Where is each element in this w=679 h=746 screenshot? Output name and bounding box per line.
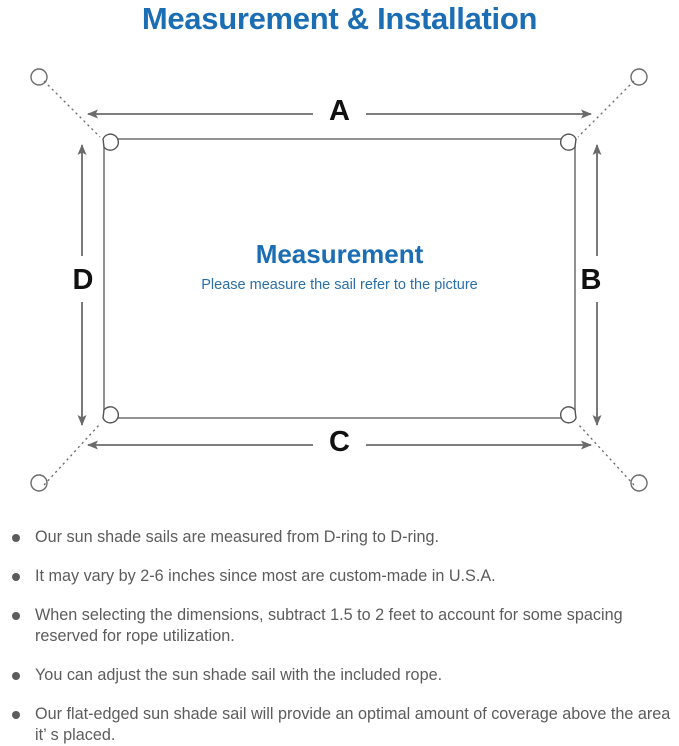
sail-center-caption: Measurement Please measure the sail refe…	[104, 238, 575, 295]
page-title: Measurement & Installation	[141, 1, 538, 36]
list-item: You can adjust the sun shade sail with t…	[10, 665, 676, 686]
anchor-ring-bottom-left	[30, 474, 48, 492]
list-item: When selecting the dimensions, subtract …	[10, 605, 676, 647]
list-item: Our flat-edged sun shade sail will provi…	[10, 704, 676, 746]
bullet-icon	[12, 573, 20, 581]
d-ring-top-left	[102, 133, 119, 151]
list-item-text: Our flat-edged sun shade sail will provi…	[35, 705, 671, 744]
rope-bottom-right	[577, 423, 635, 486]
bullet-icon	[12, 711, 20, 719]
dimension-label-a: A	[329, 95, 350, 127]
rope-lines	[43, 80, 635, 486]
list-item-text: It may vary by 2-6 inches since most are…	[35, 567, 496, 585]
bullet-icon	[12, 612, 20, 620]
bullet-icon	[12, 672, 20, 680]
list-item-text: Our sun shade sails are measured from D-…	[35, 528, 439, 546]
rope-top-left	[43, 80, 101, 138]
dimension-label-c: C	[329, 426, 350, 458]
list-item-text: When selecting the dimensions, subtract …	[35, 606, 623, 645]
center-heading: Measurement	[255, 239, 424, 269]
anchor-ring-bottom-right	[630, 474, 648, 492]
d-ring-bottom-left	[102, 406, 119, 424]
d-ring-bottom-right	[560, 406, 577, 424]
dimension-label-b: B	[580, 264, 602, 296]
sail-outline	[103, 138, 576, 419]
anchor-ring-top-left	[30, 68, 48, 86]
measurement-diagram: A B C D Measurement Please measure the s…	[0, 48, 679, 518]
dimension-label-d: D	[72, 264, 94, 296]
d-rings	[102, 133, 577, 424]
rope-top-right	[577, 80, 635, 138]
list-item: Our sun shade sails are measured from D-…	[10, 527, 676, 548]
list-item-text: You can adjust the sun shade sail with t…	[35, 666, 443, 684]
anchor-rings	[30, 68, 648, 492]
bullet-icon	[12, 534, 20, 542]
rope-bottom-left	[43, 423, 101, 486]
diagram-svg	[30, 68, 648, 492]
notes-list: Our sun shade sails are measured from D-…	[10, 527, 676, 746]
list-item: It may vary by 2-6 inches since most are…	[10, 566, 676, 587]
d-ring-top-right	[560, 133, 577, 151]
center-subheading: Please measure the sail refer to the pic…	[201, 277, 478, 293]
anchor-ring-top-right	[630, 68, 648, 86]
